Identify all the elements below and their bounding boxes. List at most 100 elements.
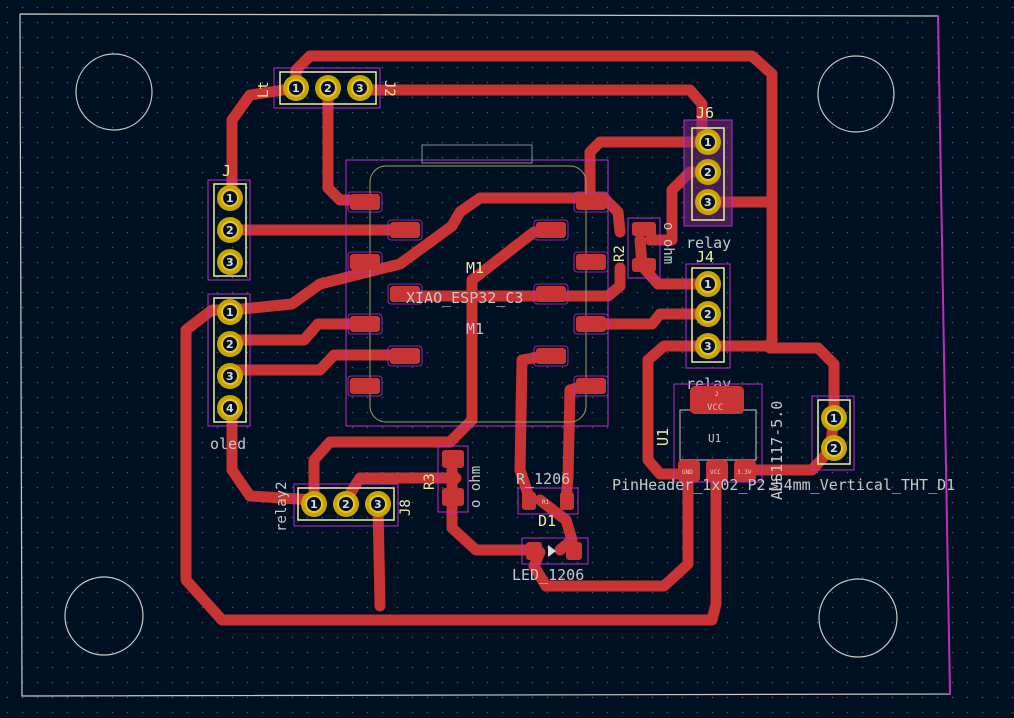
j6-courtyard [683, 119, 733, 227]
trace-j4-1 [634, 234, 714, 290]
j2-silk [279, 71, 377, 105]
j8-header[interactable]: 1 2 3 relay2 J8 [274, 481, 414, 532]
j2-pin2-num: 2 [324, 82, 332, 95]
trace-j8-1-loop [308, 226, 556, 506]
j8-silk [297, 487, 395, 521]
oled-pads [217, 299, 243, 421]
trace-m1-loop-mid [226, 192, 626, 316]
d1-ref-label: D1 [538, 512, 556, 530]
r3-ref-label: R3 [422, 473, 438, 490]
r1-pad-right [560, 492, 574, 510]
j8-pin1-num: 1 [310, 498, 318, 511]
j4-courtyard [685, 263, 731, 369]
trace-m1-mid-right [394, 262, 626, 302]
u1-pin2-label: VCC [710, 469, 721, 476]
j2-pads [283, 75, 373, 101]
mounting-hole-top-right [817, 55, 895, 133]
m1-value-label: XIAO_ESP32_C3 [406, 289, 523, 307]
r2-value-label: o ohm [660, 222, 676, 264]
m1-pads-left [350, 194, 420, 394]
u1-ref-label: U1 [654, 428, 672, 446]
oled-silk [213, 297, 247, 423]
r1-pad-label: R1 [542, 499, 550, 506]
r1-pad-left [522, 492, 536, 510]
m1-pad-outlines [347, 191, 609, 397]
pinheader-1x02[interactable]: 1 2 PinHeader_1x02_P2.54mm_Vertical_THT_… [612, 395, 955, 494]
r1-courtyard [517, 487, 579, 515]
r2-courtyard [627, 217, 661, 279]
trace-top-loop [226, 82, 302, 206]
d1-led-symbol [548, 545, 556, 557]
d1-courtyard [521, 537, 589, 565]
oled-header[interactable]: 1 2 3 4 oled [207, 293, 251, 453]
j6-pin1-num: 1 [704, 136, 712, 149]
r1-resistor[interactable]: R1 R_1206 [516, 470, 579, 515]
mounting-hole-bottom-left [64, 576, 144, 656]
d1-led[interactable]: D1 LED_1206 [512, 512, 589, 584]
j-left-ref-label: J [222, 162, 231, 180]
mounting-hole-top-left [75, 53, 153, 131]
trace-j6-m1 [584, 136, 714, 206]
board-edge-magenta [937, 15, 951, 695]
j2-ref-label: J2 [381, 80, 397, 97]
pinheader-pin1-num: 1 [830, 412, 838, 425]
j8-pin3-num: 3 [374, 498, 382, 511]
j8-ref-label: J8 [398, 499, 414, 516]
trace-j8-3-down [372, 500, 386, 612]
j6-header[interactable]: 1 2 3 J6 relay [683, 104, 733, 252]
oled-pin2-num: 2 [226, 338, 234, 351]
oled-courtyard [207, 293, 251, 427]
m1-footprint[interactable]: M1 XIAO_ESP32_C3 M1 [345, 144, 609, 427]
oled-pin3-num: 3 [226, 370, 234, 383]
j2-value-label: Lt [256, 81, 272, 98]
oled-pin4-num: 4 [226, 402, 234, 415]
r2-pad-top [632, 222, 656, 236]
j-left-courtyard [207, 179, 251, 281]
j4-silk [691, 267, 725, 363]
u1-tab-num: 2 [715, 391, 719, 398]
j-left-pin1-num: 1 [226, 192, 234, 205]
j8-value-label: relay2 [274, 481, 290, 532]
r2-pad-bottom [632, 258, 656, 272]
j4-pin1-num: 1 [704, 278, 712, 291]
d1-pad-left [526, 542, 542, 560]
u1-tab-pad [690, 386, 744, 414]
j6-pin2-num: 2 [704, 166, 712, 179]
trace-top-outer [290, 50, 778, 346]
r3-courtyard [437, 445, 469, 513]
pinheader-silk [817, 399, 851, 465]
pinheader-courtyard [811, 395, 855, 471]
j2-courtyard [273, 67, 381, 109]
j4-pads [695, 271, 721, 359]
m1-usb-outline [421, 144, 533, 164]
m1-ref-label: M1 [466, 259, 484, 277]
j6-pin3-num: 3 [704, 196, 712, 209]
u1-pin2-pad [706, 460, 728, 482]
m1-pads-right [536, 194, 606, 394]
pinheader-pads [821, 405, 847, 461]
m1-courtyard [345, 159, 609, 427]
m1-ref2-label: M1 [466, 320, 484, 338]
j-left-header[interactable]: 1 2 3 J [207, 162, 251, 281]
u1-value-label: AMS1117-5.0 [768, 401, 786, 500]
r2-resistor[interactable]: R2 o ohm [612, 217, 676, 279]
pinheader-pin2-num: 2 [830, 442, 838, 455]
r3-pad-bottom [442, 488, 464, 506]
r3-pad-top [442, 450, 464, 468]
u1-regulator[interactable]: 2 VCC U1 GND VCC 3.3V U1 AMS1117-5.0 [654, 383, 786, 500]
u1-inner-label: U1 [708, 432, 721, 445]
pinheader-value-label: PinHeader_1x02_P2.54mm_Vertical_THT_D1 [612, 476, 955, 494]
u1-vcc-label: VCC [707, 403, 723, 413]
j2-top-header[interactable]: 1 2 3 Lt J2 [256, 67, 397, 109]
j-left-silk [213, 183, 247, 277]
j-left-pin3-num: 3 [226, 256, 234, 269]
r3-resistor[interactable]: R3 o ohm [422, 445, 484, 513]
u1-pin3-pad [734, 460, 756, 482]
j8-courtyard [293, 483, 399, 527]
r3-value-label: o ohm [468, 466, 484, 508]
j4-ref-label: J4 [696, 248, 714, 266]
j6-ref-label: J6 [696, 104, 714, 122]
j4-pin3-num: 3 [704, 340, 712, 353]
